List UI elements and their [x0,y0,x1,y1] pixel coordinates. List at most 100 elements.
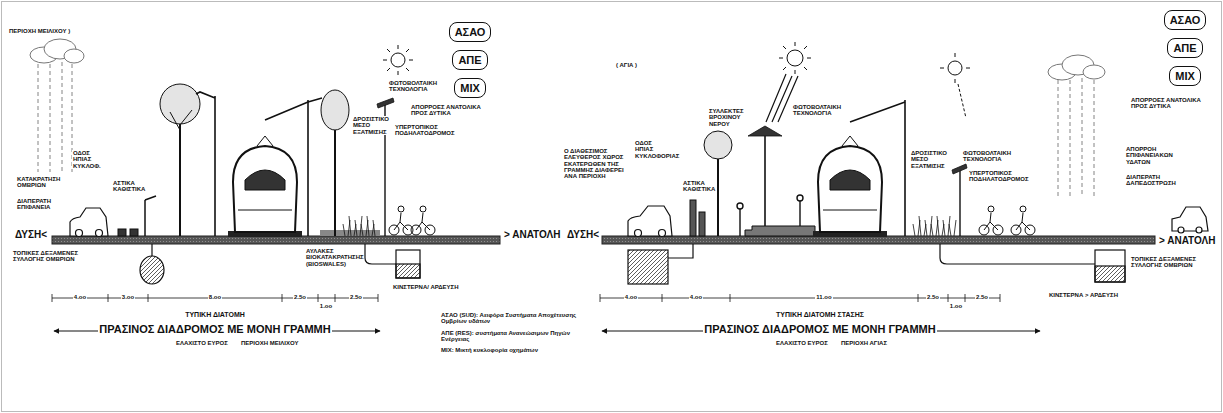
tree [717,156,719,236]
dimension-value: 1.oo [949,303,963,309]
car [659,230,666,237]
annotation: ΤΥΠΙΚΗ ΔΙΑΤΟΜΗ [184,311,246,318]
stormwater-tank [940,244,1095,264]
cloud [1048,55,1105,80]
pv-pole [959,170,960,236]
urban-seating [130,229,138,236]
annotation: ΑΣΑΟ (SUD): Αειφόρα Συστήματα Αποχέτευση… [440,312,592,325]
direction-label: ΔΥΣΗ< [14,230,48,241]
dimension-line [600,298,1000,299]
car [1178,227,1184,233]
evaporative-planting [937,216,939,236]
annotation: ΠΕΡΙΟΧΗ ΜΕΙΛΙΧΟΥ ) [8,28,71,34]
abbreviation: ΑΣΑΟ [455,26,486,38]
urban-seating [118,229,126,236]
stormwater-tank [151,244,152,256]
tree [334,128,336,236]
annotation: ΚΙΝΣΤΕΡΝΑ > ΑΡΔΕΥΣΗ [1048,292,1119,298]
abbreviation-box: ΑΣΑΟ [1164,10,1207,30]
cyclist [398,206,404,212]
tram [238,210,292,211]
urban-seating [699,212,705,236]
annotation: ΟΔΟΣ ΗΠΙΑΣ ΚΥΚΛΟΦΟΡΙΑΣ [634,140,668,159]
stormwater-tank [140,256,164,284]
abbreviation-box: ΑΣΑΟ [449,22,492,42]
catenary-pole [265,98,322,120]
tram [842,136,858,146]
sun [948,61,962,75]
cloud [1083,65,1105,79]
annotation: ΑΥΛΑΚΕΣ ΒΙΟΚΑΤΑΚΡΑΤΗΣΗΣ (BIOSWALES) [305,248,357,267]
abbreviation: ΜΙΧ [1175,70,1195,82]
rain [38,64,39,172]
tree [321,90,349,236]
rain [50,64,51,172]
evaporative-planting [360,216,362,236]
tree [160,84,200,236]
person [737,203,743,209]
person [797,195,803,201]
evaporative-planting [913,216,956,236]
annotation: ΔΡΟΣΙΣΤΙΚΟ ΜΕΣΟ ΕΞΑΤΜΙΣΗΣ [910,150,952,169]
annotation: ΕΛΑΧΙΣΤΟ ΕΥΡΟΣ [775,340,829,346]
stormwater-tank [668,244,693,258]
car [1196,227,1202,233]
annotation: ΑΠΟΡΡΟΕΣ ΑΝΑΤΟΛΙΚΑ ΠΡΟΣ ΔΥΤΙΚΑ [1130,97,1208,110]
evaporative-planting [367,216,369,236]
urban-seating [690,200,705,236]
sun [940,53,970,118]
annotation: ΥΠΕΡΤΟΠΙΚΟΣ ΠΟΔΗΛΑΤΟΔΡΟΜΟΣ [968,170,1020,183]
dimension-value: 2.5o [926,294,940,300]
tree [704,131,732,159]
corridor-title: ΠΡΑΣΙΝΟΣ ΔΙΑΔΡΟΜΟΣ ΜΕ ΜΟΝΗ ΓΡΑΜΜΗ [98,324,331,336]
rain [38,62,72,172]
abbreviation: ΑΣΑΟ [1170,14,1201,26]
annotation: ΠΕΡΙΟΧΗ ΜΕΙΛΙΧΟΥ [240,340,300,346]
tree [321,90,349,130]
tram [818,146,882,232]
pv-pole [377,98,394,108]
evaporative-planting [343,216,375,236]
lamp-post [196,92,215,98]
annotation: ΑΣΤΙΚΑ ΚΑΘΙΣΤΙΚΑ [112,180,148,193]
rain-collector-pv-pole [748,126,782,236]
evaporative-planting [913,224,915,236]
tree [160,84,200,124]
abbreviation-box: ΜΙΧ [1169,66,1201,86]
cyclist [1016,213,1030,230]
urban-seating [144,200,146,236]
cistern [365,244,396,264]
person [799,201,800,226]
annotation: ( ΑΓΙΑ ) [615,62,638,68]
cyclist [1020,206,1026,212]
ground-band [602,236,1155,244]
urban-seating [118,196,156,236]
direction-label: > ΑΝΑΤΟΛΗ [1158,236,1216,247]
rain [1070,80,1071,196]
cyclist [420,206,426,212]
catenary-pole [904,100,906,236]
corridor-title: ΠΡΑΣΙΝΟΣ ΔΙΑΔΡΟΜΟΣ ΜΕ ΜΟΝΗ ΓΡΑΜΜΗ [703,324,936,336]
annotation: ΚΑΤΑΚΡΑΤΗΣΗ ΟΜΒΡΙΩΝ [16,176,66,189]
annotation: ΑΠΟΡΡΟΕΣ ΑΝΑΤΟΛΙΚΑ ΠΡΟΣ ΔΥΤΙΚΑ [410,104,484,117]
stormwater-tank [628,250,668,284]
urban-seating [690,200,696,236]
cistern [396,264,420,278]
abbreviation-box: ΑΠΕ [452,50,487,70]
annotation: ΥΠΕΡΤΟΠΙΚΟΣ ΠΟΔΗΛΑΤΟΔΡΟΜΟΣ [394,124,448,137]
dimension-line [600,294,1000,302]
rain [62,62,63,172]
tram [257,136,273,146]
dimension-value: 11.oo [815,294,832,300]
evaporative-planting [343,224,345,236]
cyclist [389,206,435,235]
rain-collector-pv-pole [748,126,782,136]
annotation: ΔΙΑΠΕΡΑΤΗ ΕΠΙΦΑΝΕΙΑ [16,198,66,211]
person [739,209,740,236]
abbreviation-box: ΜΙΧ [454,78,486,98]
evaporative-planting [930,216,932,236]
dimension-value: 1.oo [319,303,333,309]
cistern [365,244,420,278]
cloud [64,49,84,63]
